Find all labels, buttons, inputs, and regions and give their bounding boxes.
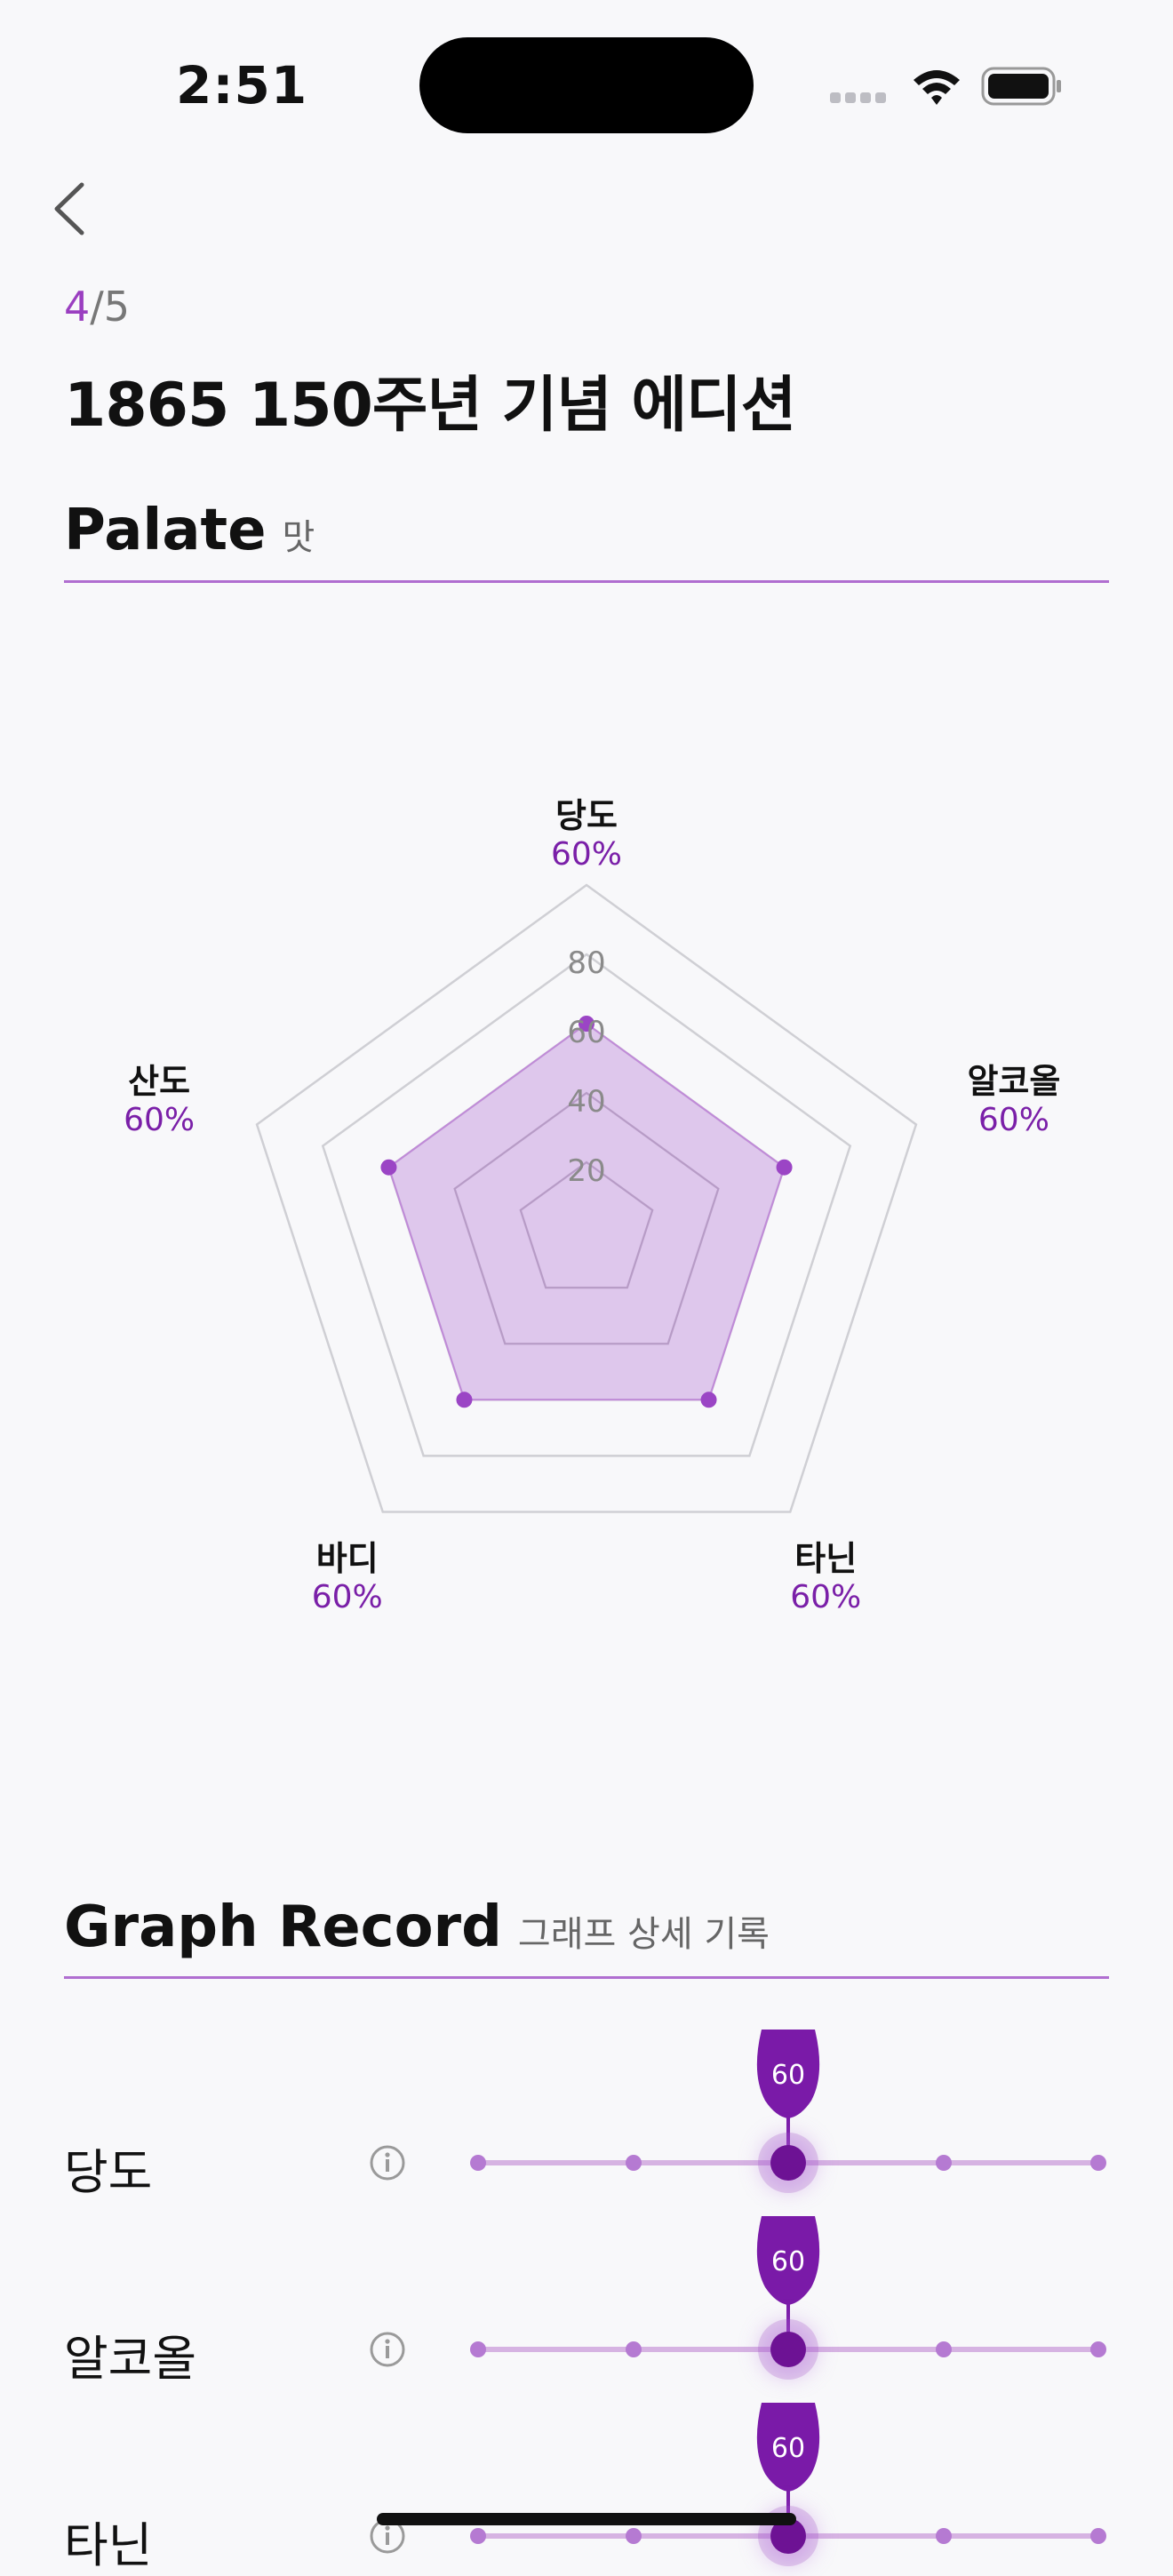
wine-glass-value-badge-icon — [756, 2403, 820, 2492]
radar-axis-value: 60% — [790, 1578, 862, 1615]
radar-axis-name: 알코올 — [967, 1062, 1061, 1102]
wine-glass-value-badge-icon — [756, 2216, 820, 2305]
graph-row-label: 타닌 — [64, 2517, 153, 2573]
radar-point-3 — [456, 1392, 473, 1408]
radar-axis-value: 60% — [124, 1102, 196, 1139]
radar-axis-name: 바디 — [315, 1538, 379, 1578]
step-current: 4 — [64, 283, 91, 331]
radar-axis-value: 60% — [311, 1578, 383, 1615]
graph-record-section-title: Graph Record 그래프 상세 기록 — [64, 1894, 770, 1960]
graph-slider-step-dot[interactable] — [935, 2155, 952, 2171]
battery-icon — [981, 67, 1061, 106]
radar-grid-ring — [255, 883, 918, 1513]
graph-slider-step-dot[interactable] — [625, 2341, 642, 2357]
radar-inner-ring — [519, 1160, 654, 1289]
graph-slider-step-dot[interactable] — [470, 2341, 486, 2357]
radar-point-1 — [776, 1159, 793, 1176]
graph-slider-step-dot[interactable] — [625, 2528, 642, 2544]
graph-slider-knob[interactable] — [770, 2332, 806, 2367]
radar-tick-label: 40 — [567, 1084, 606, 1120]
graph-slider-knob[interactable] — [770, 2145, 806, 2181]
status-time: 2:51 — [176, 55, 308, 116]
graph-slider-badge-stem — [786, 2296, 790, 2341]
radar-axis-name: 산도 — [128, 1062, 191, 1102]
palate-section-title: Palate 맛 — [64, 498, 315, 563]
graph-slider-step-dot[interactable] — [625, 2155, 642, 2171]
graph-slider-step-dot[interactable] — [1090, 2341, 1106, 2357]
radar-chart — [255, 883, 918, 1513]
wine-glass-value-badge-icon — [756, 2030, 820, 2118]
step-indicator: 4/5 — [64, 283, 130, 331]
graph-row-label: 알코올 — [64, 2331, 197, 2387]
graph-slider-step-dot[interactable] — [470, 2155, 486, 2171]
graph-slider-value: 60 — [770, 2246, 806, 2277]
radar-tick-label: 20 — [567, 1153, 606, 1189]
radar-axis-value: 60% — [550, 836, 622, 873]
page-title: 1865 150주년 기념 에디션 — [64, 371, 796, 441]
radar-point-4 — [380, 1159, 397, 1176]
graph-record-subtitle: 그래프 상세 기록 — [517, 1914, 770, 1955]
graph-slider-badge-stem — [786, 2109, 790, 2154]
graph-slider-value: 60 — [770, 2433, 806, 2464]
dynamic-island — [419, 37, 754, 133]
cellular-signal-icon — [830, 92, 892, 105]
graph-slider-badge-stem — [786, 2483, 790, 2527]
info-icon[interactable] — [368, 2330, 407, 2369]
radar-axis-value: 60% — [978, 1102, 1049, 1139]
radar-tick-label: 80 — [567, 945, 606, 981]
graph-slider-step-dot[interactable] — [470, 2528, 486, 2544]
palate-subtitle: 맛 — [282, 517, 315, 558]
radar-grid-ring — [321, 953, 852, 1457]
graph-row-label: 당도 — [64, 2144, 153, 2200]
radar-point-0 — [579, 1016, 594, 1032]
graph-slider-step-dot[interactable] — [1090, 2528, 1106, 2544]
radar-tick-label: 60 — [567, 1015, 606, 1050]
radar-axis-name: 당도 — [555, 796, 618, 835]
back-chevron-icon[interactable] — [46, 178, 91, 240]
radar-series-area — [387, 1022, 786, 1401]
graph-record-title: Graph Record — [64, 1894, 502, 1960]
graph-slider-step-dot[interactable] — [935, 2528, 952, 2544]
home-indicator — [377, 2513, 796, 2525]
palate-divider — [64, 580, 1109, 583]
graph-slider-value: 60 — [770, 2060, 806, 2091]
radar-point-2 — [700, 1392, 717, 1408]
wifi-icon — [914, 70, 960, 105]
palate-title: Palate — [64, 498, 267, 563]
graph-record-divider — [64, 1976, 1109, 1979]
info-icon[interactable] — [368, 2143, 407, 2182]
graph-slider-step-dot[interactable] — [1090, 2155, 1106, 2171]
radar-axis-name: 타닌 — [794, 1538, 858, 1578]
graph-slider-step-dot[interactable] — [935, 2341, 952, 2357]
radar-inner-ring — [453, 1091, 720, 1345]
step-total: /5 — [90, 283, 131, 331]
